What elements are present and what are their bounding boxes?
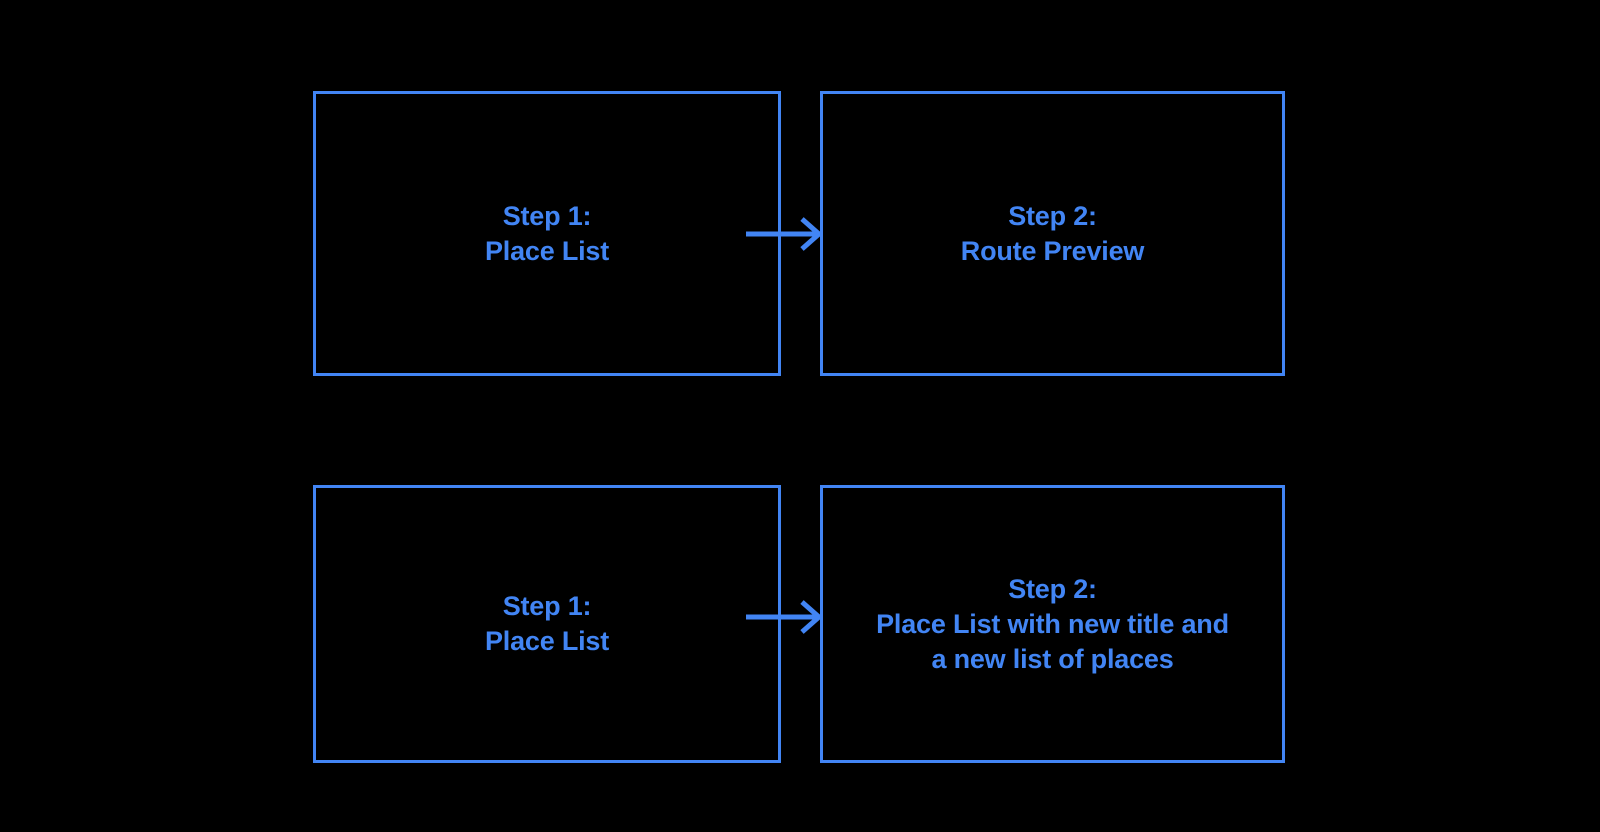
flow-node-step2-bottom[interactable]: Step 2: Place List with new title and a …	[820, 485, 1285, 763]
flow-node-step1-bottom[interactable]: Step 1: Place List	[313, 485, 781, 763]
flow-node-label: Step 1: Place List	[484, 591, 610, 656]
flow-node-step1-top[interactable]: Step 1: Place List	[313, 91, 781, 376]
flow-node-label: Step 2: Place List with new title and a …	[876, 573, 1229, 674]
flow-node-label: Step 1: Place List	[484, 200, 610, 266]
flow-node-step2-top[interactable]: Step 2: Route Preview	[820, 91, 1285, 376]
flow-node-label: Step 2: Route Preview	[960, 200, 1145, 266]
